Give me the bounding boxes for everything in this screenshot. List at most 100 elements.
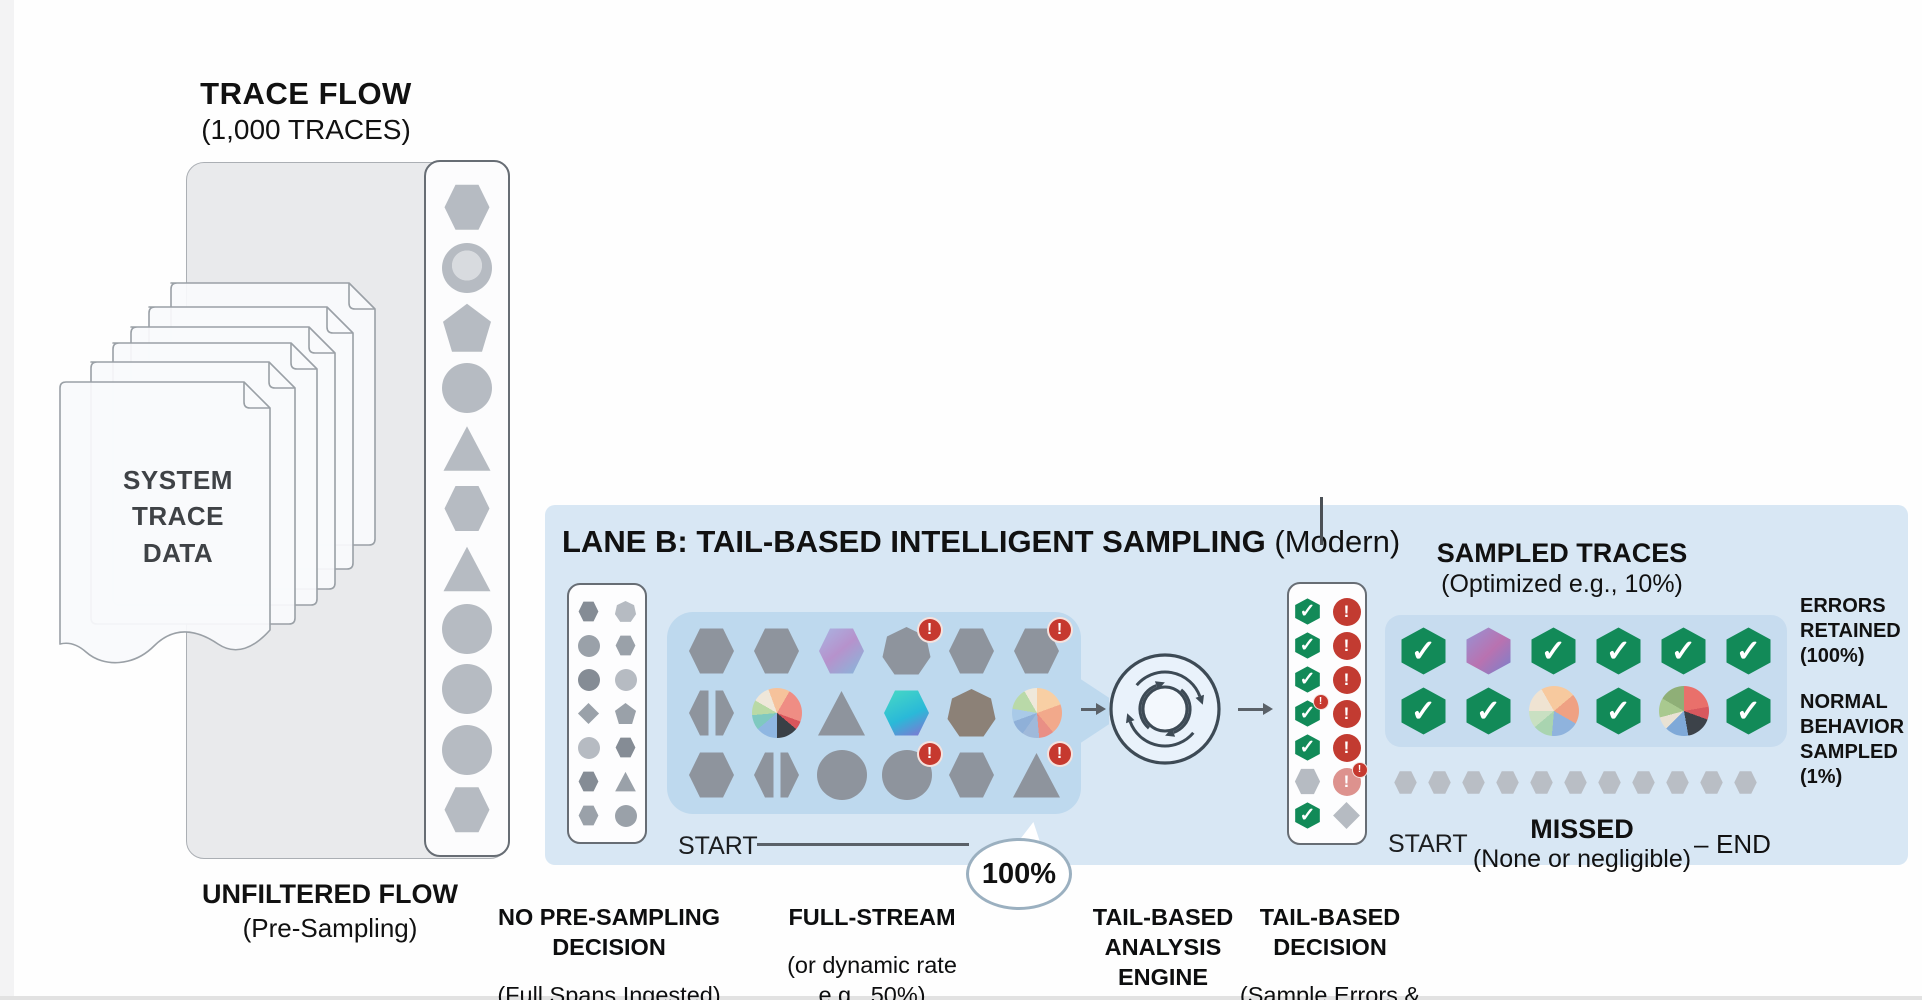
shape-check: ✓!	[1294, 693, 1329, 728]
hex-body	[949, 628, 994, 674]
shape-hex	[442, 785, 492, 835]
shape-hex	[1699, 770, 1724, 795]
shape-tri	[442, 423, 492, 473]
normal-behavior-label: NORMAL BEHAVIOR SAMPLED (1%)	[1800, 691, 1905, 788]
error-badge-icon: !	[916, 741, 943, 767]
hex-body	[1666, 771, 1689, 794]
hex-body	[1462, 771, 1485, 794]
trace-flow-subtitle: (1,000 TRACES)	[201, 114, 411, 145]
error-exclamation-icon: !	[1343, 669, 1350, 689]
irid-body	[819, 628, 864, 674]
hept-body	[614, 600, 637, 622]
err-body	[1332, 631, 1361, 660]
shape-check: ✓	[1594, 626, 1644, 676]
circ-body	[442, 604, 492, 654]
shape-check: ✓	[1594, 686, 1644, 736]
shape-irid	[817, 626, 867, 676]
shape-irid2	[1464, 626, 1514, 676]
rate-bubble-label: 100%	[981, 857, 1057, 890]
hex-body	[1530, 771, 1553, 794]
shape-err: !	[1332, 631, 1361, 660]
check-icon: ✓	[1299, 737, 1316, 758]
split-body	[689, 690, 734, 736]
hex-body	[1598, 771, 1621, 794]
shape-hex	[578, 601, 600, 623]
shape-check: ✓	[1294, 666, 1322, 694]
err-body	[1332, 699, 1361, 728]
shape-hex	[578, 805, 600, 827]
engine-caption: TAIL-BASED ANALYSIS ENGINE	[1093, 884, 1234, 1000]
engine-caption-title: TAIL-BASED ANALYSIS ENGINE	[1092, 904, 1234, 991]
error-exclamation-icon: !	[1343, 703, 1350, 723]
check-icon: ✓	[1605, 634, 1632, 668]
shape-ring	[442, 242, 492, 293]
shape-err: !!	[1332, 761, 1368, 796]
shape-hex	[687, 750, 737, 800]
check-icon: ✓	[1299, 669, 1316, 690]
circ-body	[577, 736, 600, 759]
circ-body	[442, 363, 492, 413]
errors-retained-label: ERRORS RETAINED (100%)	[1800, 595, 1901, 667]
circ-body	[614, 668, 637, 691]
circ-body	[614, 804, 637, 827]
full-stream-caption: FULL-STREAM (or dynamic rate e.g., 50%)	[787, 884, 957, 1000]
tri-body	[443, 546, 491, 592]
hex-body	[1564, 771, 1587, 794]
circ-body	[442, 724, 492, 775]
arrow-out-of-engine	[1238, 703, 1273, 715]
pie-body	[1658, 686, 1709, 736]
error-badge-icon: !	[1312, 693, 1329, 710]
no-pre-sampling-caption: NO PRE-SAMPLING DECISION (Full Spans Ing…	[497, 884, 720, 1000]
lane-b-title-bold: LANE B: TAIL-BASED INTELLIGENT SAMPLING	[562, 524, 1266, 559]
stream-start-line	[757, 843, 969, 846]
shape-hex	[1733, 770, 1758, 795]
shape-teal	[882, 688, 932, 738]
error-exclamation-icon: !	[1343, 771, 1350, 791]
shape-check: ✓	[1724, 626, 1774, 676]
check-icon: ✓	[1670, 634, 1697, 668]
shape-tri	[615, 771, 637, 793]
shape-hex	[442, 484, 492, 534]
shape-hex	[1427, 770, 1452, 795]
shape-hex	[578, 771, 600, 793]
hex-body	[1428, 771, 1451, 794]
shape-hept	[947, 688, 997, 738]
unfiltered-flow-caption-sub: (Pre-Sampling)	[242, 913, 418, 943]
diam-body	[1333, 802, 1360, 829]
shape-pie	[1011, 688, 1062, 738]
check-icon: ✓	[1605, 694, 1632, 728]
sampled-traces-title-text: SAMPLED TRACES	[1436, 538, 1688, 568]
shape-circ	[442, 363, 492, 413]
shape-hex	[687, 626, 737, 676]
shape-hex	[1597, 770, 1622, 795]
hex-body	[444, 787, 490, 833]
shape-err: !	[1332, 665, 1361, 694]
circ-body	[442, 664, 492, 715]
shape-hex	[1563, 770, 1588, 795]
shape-circ	[442, 664, 492, 715]
shape-hex	[1495, 770, 1520, 795]
check-icon: ✓	[1475, 694, 1502, 728]
shape-check: ✓	[1529, 626, 1579, 676]
lane-b-title: LANE B: TAIL-BASED INTELLIGENT SAMPLING …	[562, 524, 1400, 560]
tri-body	[818, 691, 865, 736]
hex-body	[578, 771, 599, 792]
shape-hept: !	[882, 617, 943, 676]
shape-check: ✓	[1399, 626, 1449, 676]
check-icon: ✓	[1410, 694, 1437, 728]
shape-hex	[1461, 770, 1486, 795]
page-edge-strip	[0, 0, 14, 1000]
shape-circ	[442, 724, 492, 775]
shape-hex: !	[1012, 617, 1073, 676]
shape-hex	[1631, 770, 1656, 795]
sampled-start-label: START	[1388, 830, 1468, 858]
circ-body	[577, 668, 600, 691]
check-icon: ✓	[1299, 703, 1316, 724]
shape-check: ✓	[1399, 686, 1449, 736]
decision-caption-title: TAIL-BASED DECISION	[1259, 904, 1401, 961]
check-icon: ✓	[1299, 635, 1316, 656]
shape-circ	[577, 634, 600, 657]
hex-body	[615, 737, 636, 758]
decision-caption-sub: (Sample Errors & Key Events)	[1239, 982, 1421, 1000]
hex-body	[1496, 771, 1519, 794]
